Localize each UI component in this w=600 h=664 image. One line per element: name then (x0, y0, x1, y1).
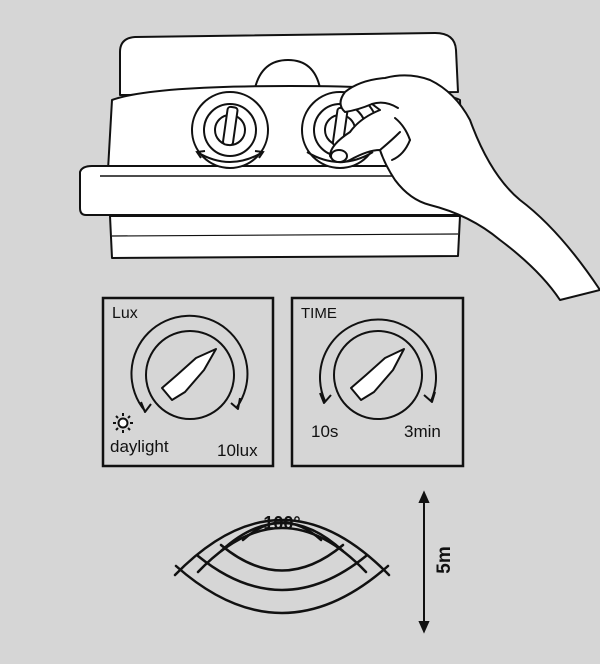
lux-knob[interactable] (191, 91, 269, 169)
time-panel-title: TIME (301, 305, 337, 322)
hand-illustration (329, 74, 600, 301)
detection-angle-waves (173, 518, 391, 577)
lux-panel-title: Lux (112, 305, 138, 322)
lux-panel-frame (101, 296, 275, 468)
lux-max-label: 10lux (217, 441, 258, 460)
time-max-label: 3min (404, 422, 441, 441)
detection-range-label: 5m (434, 546, 455, 573)
time-dial (319, 318, 437, 420)
lux-setting-panel: Lux daylight 10lux (101, 296, 275, 468)
lux-dial-pointer (161, 348, 217, 401)
time-min-label: 10s (311, 422, 338, 441)
lux-dial (130, 314, 249, 420)
time-panel-frame (290, 296, 465, 468)
time-setting-panel: TIME 10s 3min (290, 296, 465, 468)
detection-angle-waves-lower (174, 543, 390, 615)
sun-icon (113, 413, 133, 433)
time-dial-pointer (350, 348, 405, 401)
lux-min-label: daylight (110, 437, 169, 456)
sensor-dome (254, 59, 321, 89)
moon-icon (233, 414, 246, 432)
detection-angle-label: 100° (263, 513, 300, 533)
device-base (109, 215, 461, 259)
